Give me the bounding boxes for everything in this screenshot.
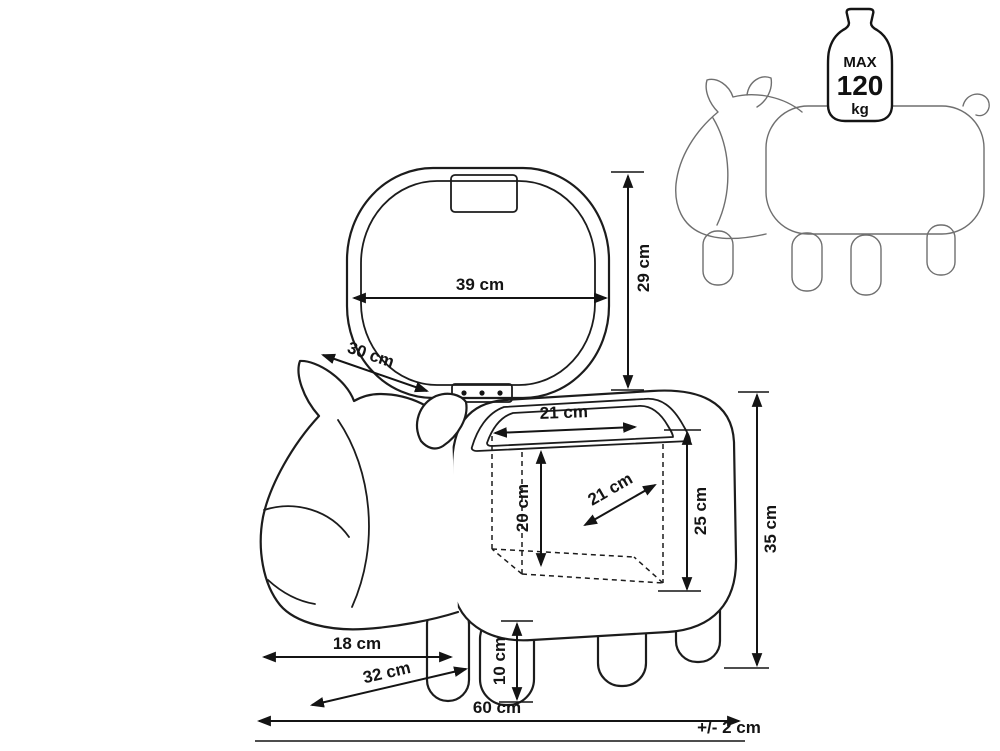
max-weight-label: MAX	[843, 54, 876, 71]
right-ear	[416, 392, 468, 450]
opening-rim-outer	[470, 397, 691, 452]
dim-compartment-height: 25 cm	[658, 429, 710, 592]
total-length-label: 60 cm	[473, 698, 521, 717]
thumb-leg-3	[850, 234, 882, 296]
thumb-leg-1	[702, 230, 734, 286]
thumb-tail	[962, 93, 990, 117]
max-weight-value: 120	[837, 70, 884, 101]
compartment-height-label: 25 cm	[691, 487, 710, 535]
opening-width-label: 21 cm	[539, 402, 588, 423]
storage-compartment-dashed-box	[491, 436, 664, 584]
max-weight-unit: kg	[851, 101, 869, 118]
body-height-label: 35 cm	[761, 505, 780, 553]
dim-total-length: 60 cm	[255, 698, 745, 742]
dim-leg-height: 10 cm	[490, 620, 533, 703]
opening-rim-inner	[486, 405, 674, 447]
dim-body-height: 35 cm	[724, 391, 780, 669]
mouth-line	[267, 579, 316, 605]
animal-head	[259, 359, 460, 631]
stool-drawing	[259, 166, 738, 707]
weight-icon	[826, 7, 894, 123]
thumb-body	[765, 105, 985, 235]
tolerance-note: +/- 2 cm	[697, 718, 761, 737]
thumb-face-seam	[712, 117, 729, 226]
thumb-leg-4	[926, 224, 956, 276]
dim-lid-width: 39 cm	[351, 275, 609, 304]
snout-seam	[263, 505, 350, 538]
lid-patch	[450, 174, 518, 213]
leg-height-label: 10 cm	[490, 637, 509, 685]
thumb-leg-2	[791, 232, 823, 292]
dim-inner-height: 20 cm	[513, 449, 547, 568]
dim-head-length: 18 cm	[261, 634, 454, 663]
lid-height-label: 29 cm	[634, 244, 653, 292]
thumb-ear	[746, 76, 773, 108]
assembled-stool-thumbnail	[675, 76, 990, 296]
dim-lid-height: 29 cm	[611, 171, 653, 391]
head-length-label: 18 cm	[333, 634, 381, 653]
lid-inner-edge	[360, 180, 596, 386]
dim-opening-width: 21 cm	[492, 402, 638, 438]
face-seam	[337, 419, 370, 608]
lid-outer	[345, 166, 611, 400]
lid-width-label: 39 cm	[456, 275, 504, 294]
thumb-head	[675, 78, 803, 240]
max-weight-icon: MAX 120 kg	[826, 7, 894, 123]
inner-height-label: 20 cm	[513, 484, 532, 532]
